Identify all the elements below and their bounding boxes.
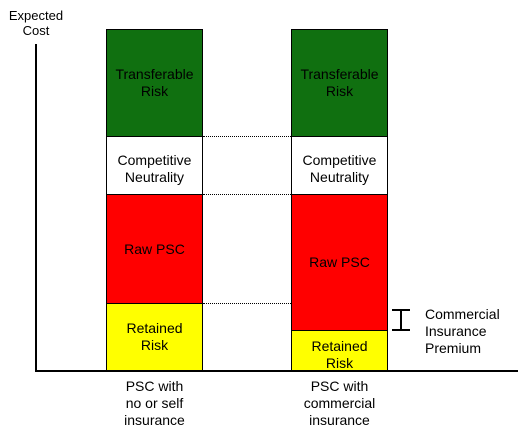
bar2-transferable-risk-label: Transferable Risk [300, 66, 379, 99]
bar1-competitive-neutrality: Competitive Neutrality [106, 136, 203, 195]
dotted-connector-bottom [203, 303, 291, 304]
premium-bracket-icon [392, 309, 410, 331]
bar1-competitive-neutrality-label: Competitive Neutrality [117, 151, 192, 185]
bar2-transferable-risk: Transferable Risk [291, 29, 388, 137]
bar1-transferable-risk: Transferable Risk [106, 29, 203, 137]
bar1-retained-risk: Retained Risk [106, 303, 203, 371]
bar1-raw-psc-label: Raw PSC [124, 240, 185, 257]
bar1-raw-psc: Raw PSC [106, 194, 203, 304]
bar2-raw-psc-label: Raw PSC [309, 254, 370, 270]
y-axis [35, 44, 37, 372]
dotted-connector-middle [203, 194, 291, 195]
bar1-transferable-risk-label: Transferable Risk [115, 66, 194, 99]
bar1-retained-risk-label: Retained Risk [126, 320, 183, 353]
bar1-caption: PSC with no or self insurance [124, 378, 185, 428]
bar2-competitive-neutrality: Competitive Neutrality [291, 136, 388, 195]
bar2-competitive-neutrality-label: Competitive Neutrality [302, 151, 377, 185]
bar2-raw-psc: Raw PSC [291, 194, 388, 331]
bar2-caption: PSC with commercial insurance [303, 378, 376, 428]
premium-label: Commercial Insurance Premium [425, 306, 500, 356]
bar2-retained-risk: Retained Risk [291, 330, 388, 371]
x-axis [35, 370, 518, 372]
dotted-connector-top [203, 136, 291, 137]
bar2-retained-risk-label: Retained Risk [311, 337, 368, 371]
y-axis-label: Expected Cost [8, 8, 64, 38]
